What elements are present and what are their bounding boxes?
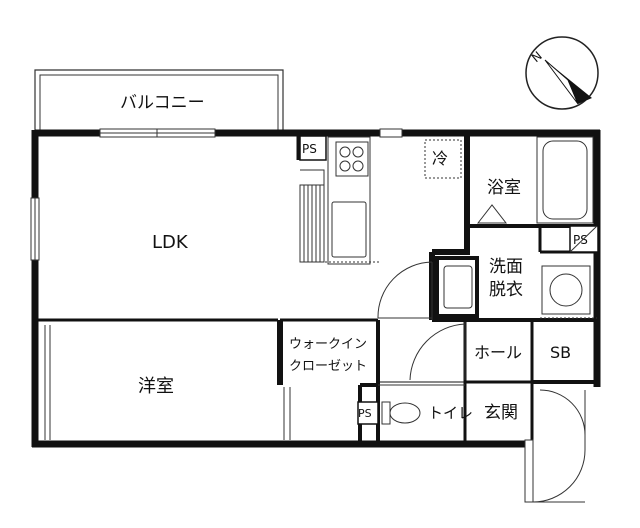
svg-text:PS: PS bbox=[573, 233, 588, 247]
interior-walls bbox=[35, 133, 597, 444]
svg-text:PS: PS bbox=[302, 142, 317, 156]
walk-in-closet-label-line2: クローゼット bbox=[289, 359, 367, 374]
hall-label: ホール bbox=[474, 343, 522, 362]
washing-machine bbox=[540, 265, 597, 319]
closet-door bbox=[283, 387, 291, 440]
shoe-box-label: SB bbox=[550, 343, 571, 362]
toilet-pipe-space: PS bbox=[357, 401, 379, 425]
svg-text:PS: PS bbox=[358, 407, 372, 420]
entrance-label: 玄関 bbox=[484, 403, 518, 423]
walk-in-closet-label-line1: ウォークイン bbox=[289, 337, 367, 352]
kitchen-vent bbox=[379, 128, 403, 138]
western-room-side-window bbox=[44, 325, 51, 440]
balcony-label: バルコニー bbox=[120, 93, 205, 113]
bathtub bbox=[476, 136, 594, 224]
ldk-side-window bbox=[30, 197, 40, 261]
kitchen-pipe-space: PS bbox=[299, 135, 327, 161]
western-room-label: 洋室 bbox=[138, 376, 174, 397]
toilet-fixture bbox=[381, 401, 421, 425]
ldk-label: LDK bbox=[152, 232, 189, 253]
entrance-door bbox=[524, 389, 586, 503]
washroom-label-line2: 脱衣 bbox=[489, 280, 523, 300]
refrigerator-label: 冷 bbox=[432, 149, 448, 168]
toilet-label: トイレ bbox=[428, 404, 473, 422]
washbasin bbox=[435, 256, 479, 318]
compass: N bbox=[525, 36, 599, 110]
ldk-door bbox=[377, 261, 433, 320]
refrigerator-space bbox=[424, 139, 462, 179]
kitchen-cupboard bbox=[299, 169, 325, 263]
balcony-window bbox=[99, 128, 216, 138]
bath-pipe-space: PS bbox=[569, 225, 599, 253]
bathroom-label: 浴室 bbox=[487, 178, 521, 198]
balcony bbox=[34, 69, 284, 130]
washroom-label-line1: 洗面 bbox=[489, 257, 523, 277]
hall-door bbox=[409, 322, 466, 381]
